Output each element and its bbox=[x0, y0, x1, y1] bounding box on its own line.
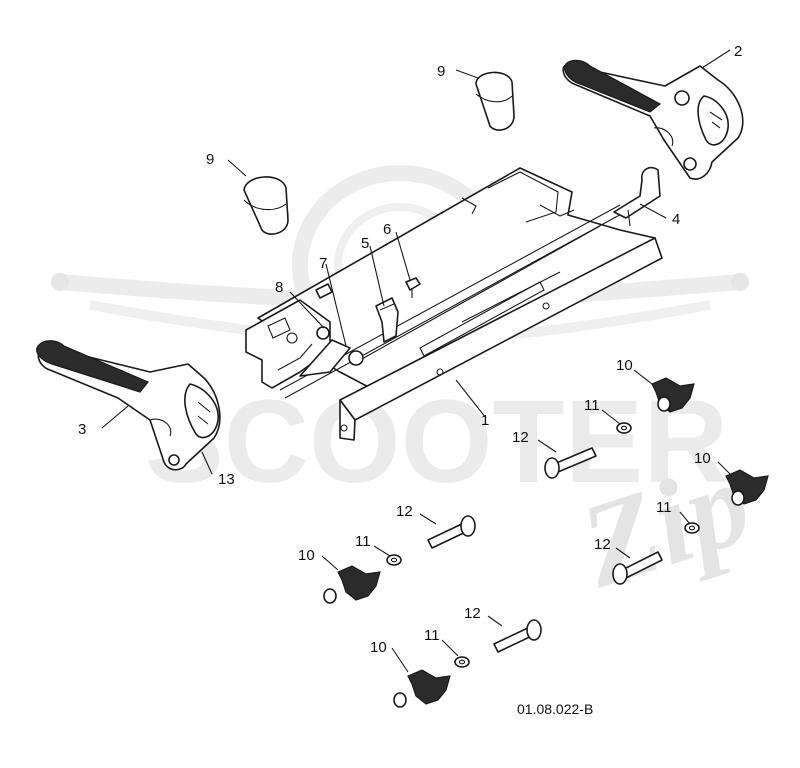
bolt-2 bbox=[427, 515, 476, 549]
callout-8: 8 bbox=[275, 279, 283, 296]
handle-left bbox=[36, 340, 221, 471]
frame-rail-assembly bbox=[245, 167, 663, 441]
callout-10-b: 10 bbox=[694, 450, 711, 467]
callout-12-d: 12 bbox=[464, 605, 481, 622]
washer-3 bbox=[386, 554, 402, 566]
star-knob-1 bbox=[651, 377, 695, 413]
spring-clip bbox=[315, 283, 333, 299]
callout-11-b: 11 bbox=[656, 499, 672, 516]
washer-2 bbox=[684, 522, 700, 534]
callout-3: 3 bbox=[78, 421, 86, 438]
callout-11-d: 11 bbox=[424, 627, 440, 644]
callout-1: 1 bbox=[481, 412, 489, 429]
callout-11-a: 11 bbox=[584, 397, 600, 414]
callout-6: 6 bbox=[383, 221, 391, 238]
watermark-dot-left-icon bbox=[51, 273, 69, 291]
callout-10-d: 10 bbox=[370, 639, 387, 656]
hooked-rod bbox=[613, 166, 661, 227]
star-knob-2 bbox=[725, 469, 769, 506]
callout-12-b: 12 bbox=[396, 503, 413, 520]
small-screw bbox=[405, 277, 421, 298]
callout-11-c: 11 bbox=[355, 533, 371, 550]
watermark-dot-right-icon bbox=[731, 273, 749, 291]
callouts: 1 2 3 4 5 6 7 8 9 9 10 10 10 10 11 11 11… bbox=[78, 43, 742, 656]
bolt-1 bbox=[544, 447, 597, 479]
callout-13: 13 bbox=[218, 471, 235, 488]
callout-10-c: 10 bbox=[298, 547, 315, 564]
callout-9-left: 9 bbox=[206, 151, 214, 168]
clip-bracket bbox=[375, 297, 399, 343]
bolt-3 bbox=[612, 551, 663, 585]
callout-4: 4 bbox=[672, 211, 680, 228]
knob-cap-left bbox=[243, 176, 289, 235]
star-knob-4 bbox=[393, 669, 451, 708]
callout-12-c: 12 bbox=[594, 536, 611, 553]
callout-9-right: 9 bbox=[437, 63, 445, 80]
handle-right bbox=[562, 59, 744, 180]
callout-5: 5 bbox=[361, 235, 369, 252]
callout-7: 7 bbox=[319, 255, 327, 272]
washer-1 bbox=[616, 422, 632, 434]
callout-2: 2 bbox=[734, 43, 742, 60]
drawing-code: 01.08.022-B bbox=[517, 701, 593, 717]
watermark-text: SCOOTER bbox=[145, 376, 729, 508]
leader-lines bbox=[101, 49, 733, 673]
knob-cap-right bbox=[475, 71, 515, 131]
bolt-4 bbox=[493, 619, 542, 653]
star-knob-3 bbox=[323, 565, 381, 604]
callout-12-a: 12 bbox=[512, 429, 529, 446]
callout-10-a: 10 bbox=[616, 357, 633, 374]
washer-4 bbox=[454, 656, 470, 668]
